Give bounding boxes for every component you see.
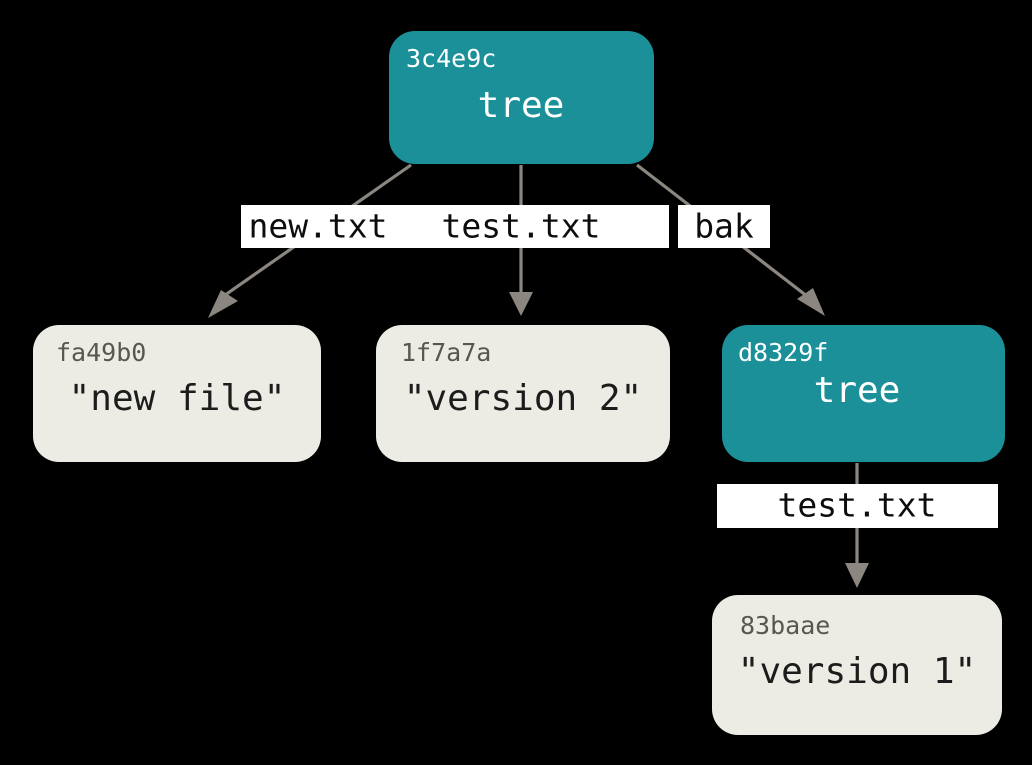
edge-label-new-txt: new.txt — [241, 205, 395, 248]
node-blob-version-2[interactable]: 1f7a7a "version 2" — [376, 325, 670, 462]
edge-label-test-txt-bottom-text: test.txt — [778, 486, 937, 525]
edge-test-txt-top-arrowhead — [509, 292, 533, 316]
edge-bak-arrowhead — [797, 288, 825, 316]
edge-label-bak: bak — [678, 205, 770, 248]
node-sub-tree-box[interactable] — [722, 325, 1005, 462]
node-sub-tree-label: tree — [814, 370, 901, 411]
node-blob-version-2-label: "version 2" — [404, 378, 642, 419]
node-blob-version-2-hash: 1f7a7a — [401, 338, 491, 367]
node-sub-tree[interactable]: d8329f tree — [722, 325, 1005, 462]
node-root-tree-hash: 3c4e9c — [406, 44, 496, 73]
edge-label-test-txt-top-text: test.txt — [442, 207, 601, 246]
node-blob-version-1-label: "version 1" — [738, 651, 976, 692]
node-blob-new-file-hash: fa49b0 — [56, 338, 146, 367]
node-blob-version-1[interactable]: 83baae "version 1" — [712, 595, 1002, 735]
edge-label-new-txt-bg — [241, 205, 395, 248]
node-blob-new-file[interactable]: fa49b0 "new file" — [33, 325, 321, 462]
edge-label-bak-bg — [678, 205, 770, 248]
node-blob-new-file-label: "new file" — [69, 378, 286, 419]
edge-test-txt-bottom-arrowhead — [845, 563, 869, 588]
node-blob-version-2-box[interactable] — [376, 325, 670, 462]
edge-label-test-txt-top: test.txt — [395, 205, 669, 248]
node-sub-tree-hash: d8329f — [738, 338, 828, 367]
node-root-tree-box[interactable] — [389, 31, 654, 164]
edge-label-new-txt-text: new.txt — [248, 207, 387, 246]
edge-label-bak-text: bak — [694, 207, 754, 246]
edge-label-test-txt-bottom: test.txt — [717, 484, 998, 528]
edge-new-txt-arrowhead — [208, 290, 238, 318]
edge-label-test-txt-bottom-bg — [717, 484, 998, 528]
node-blob-version-1-hash: 83baae — [740, 611, 830, 640]
node-blob-version-1-box[interactable] — [712, 595, 1002, 735]
edge-label-test-txt-top-bg — [395, 205, 669, 248]
node-root-tree-label: tree — [478, 85, 565, 126]
node-blob-new-file-box[interactable] — [33, 325, 321, 462]
node-root-tree[interactable]: 3c4e9c tree — [389, 31, 654, 164]
